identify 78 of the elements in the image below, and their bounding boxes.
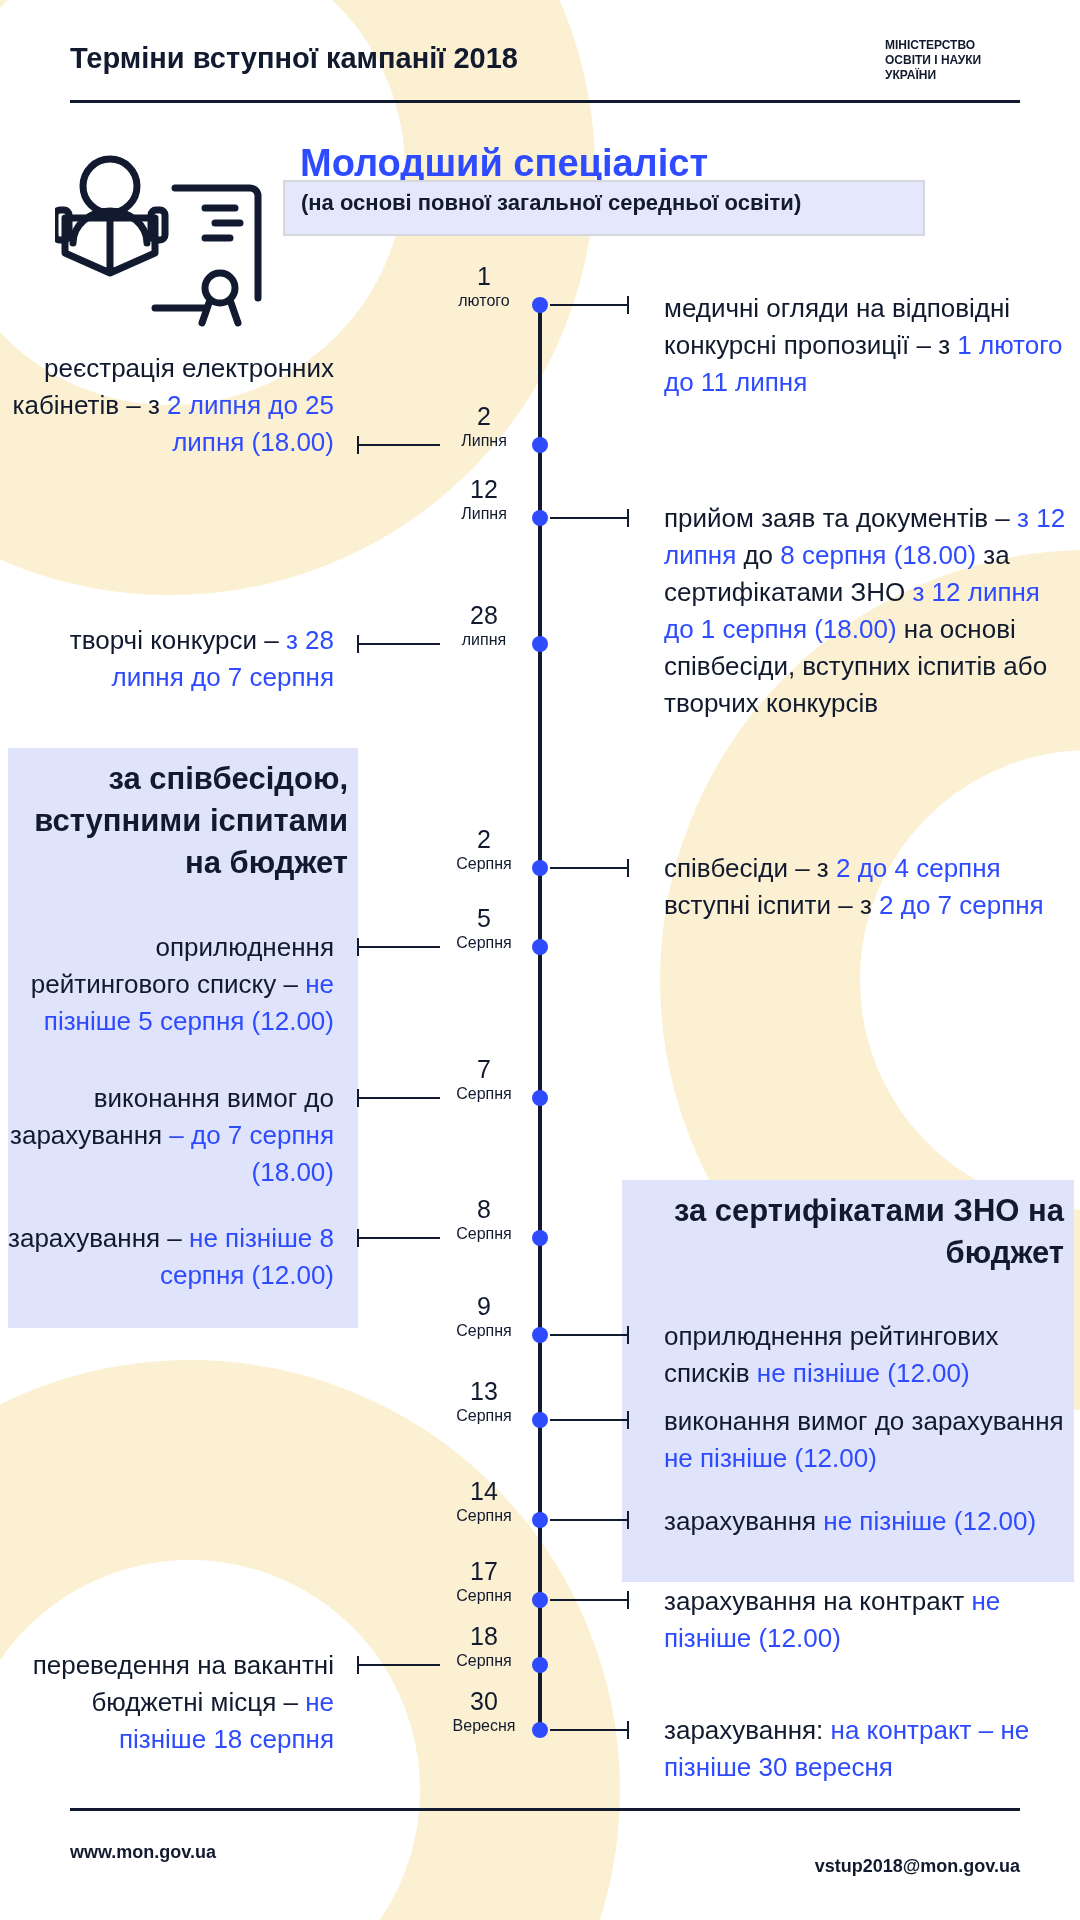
timeline-line [538,455,542,478]
month-name: Серпня [455,934,513,952]
day-number: 7 [476,1056,492,1083]
day-number: 30 [469,1688,499,1715]
day-number: 28 [469,602,499,629]
group-panel [8,748,358,1328]
day-number: 1 [476,263,492,290]
timeline-line [538,654,542,828]
event-text: медичні огляди на відповідні конкурсні пропозиції – з 1 лютого до 11 липня [628,290,1072,401]
day-number: 17 [469,1558,499,1585]
panel-heading: за сертифікатами ЗНО на бюджет [672,1192,1064,1272]
group-panel [622,1180,1074,1582]
leader-line [549,1590,629,1610]
month-name: Вересня [451,1717,517,1735]
event-text: співбесіди – з 2 до 4 серпня вступні іспити – з 2 до 7 серпня [628,850,1072,924]
event-text: виконання вимог до зарахування не пізніше (12.00) [628,1403,1072,1477]
timeline-line [538,1610,542,1625]
timeline-line [538,1108,542,1198]
day-number: 9 [476,1293,492,1320]
panel-heading: за співбесідою, вступними іспитами на бюджет [33,760,348,882]
leader-line [357,1228,441,1248]
leader-line [357,634,441,654]
leader-line [549,1325,629,1345]
timeline-line [538,1345,542,1380]
event-text: зарахування – не пізніше 8 серпня (12.00) [8,1220,358,1294]
leader-line [549,1510,629,1530]
month-name: Серпня [455,1652,513,1670]
day-number: 13 [469,1378,499,1405]
timeline-line [538,1675,542,1690]
leader-line [357,435,441,455]
ministry-name: МІНІСТЕРСТВО ОСВІТИ І НАУКИ УКРАЇНИ [885,38,983,83]
event-text: оприлюднення рейтингового списку – не пізніше 5 серпня (12.00) [8,929,358,1040]
event-text: зарахування на контракт не пізніше (12.00) [628,1583,1072,1657]
day-number: 12 [469,476,499,503]
day-number: 2 [476,403,492,430]
event-text: зарахування: на контракт – не пізніше 30 вересня [628,1712,1072,1786]
leader-line [357,1655,441,1675]
event-text: переведення на вакантні бюджетні місця – не пізніше 18 серпня [8,1647,358,1758]
timeline-line [538,528,542,604]
timeline-line [538,957,542,1058]
month-name: Серпня [455,1507,513,1525]
timeline-line [538,1430,542,1480]
subtitle-banner: (на основі повної загальної середньої освіти) [283,180,925,236]
month-name: Липня [460,432,508,450]
leader-line [357,1088,441,1108]
event-text: творчі конкурси – з 28 липня до 7 серпня [8,622,358,696]
day-number: 5 [476,905,492,932]
timeline-line [538,1248,542,1295]
event-text: прийом заяв та документів – з 12 липня до 8 серпня (18.00) за сертифікатами ЗНО з 12 липня до 1 серпня (18.00) на основі співбесіди, вступних іспитів або творчих конкурсів [628,500,1072,722]
leader-line [357,937,441,957]
timeline-line [538,878,542,907]
month-name: Серпня [455,1587,513,1605]
event-text: оприлюднення рейтингових списків не пізніше (12.00) [628,1318,1072,1392]
month-name: Липня [460,505,508,523]
website-link: www.mon.gov.ua [70,1842,216,1863]
leader-line [549,295,629,315]
event-text: виконання вимог до зарахування – до 7 серпня (18.00) [8,1080,358,1191]
leader-line [549,508,629,528]
page-title: Терміни вступної кампанії 2018 [70,42,518,75]
month-name: лютого [457,292,511,310]
month-name: Серпня [455,1085,513,1103]
month-name: Серпня [455,855,513,873]
month-name: Серпня [455,1407,513,1425]
month-name: липня [460,631,508,649]
day-number: 2 [476,826,492,853]
day-number: 18 [469,1623,499,1650]
leader-line [549,1410,629,1430]
timeline-line [538,1530,542,1560]
event-text: зарахування не пізніше (12.00) [628,1503,1072,1540]
day-number: 8 [476,1196,492,1223]
day-number: 14 [469,1478,499,1505]
leader-line [549,1720,629,1740]
leader-line [549,858,629,878]
month-name: Серпня [455,1322,513,1340]
event-text: реєстрація електронних кабінетів – з 2 липня до 25 липня (18.00) [8,350,358,461]
month-name: Серпня [455,1225,513,1243]
email-address: vstup2018@mon.gov.ua [814,1856,1020,1877]
timeline-line [538,315,542,405]
